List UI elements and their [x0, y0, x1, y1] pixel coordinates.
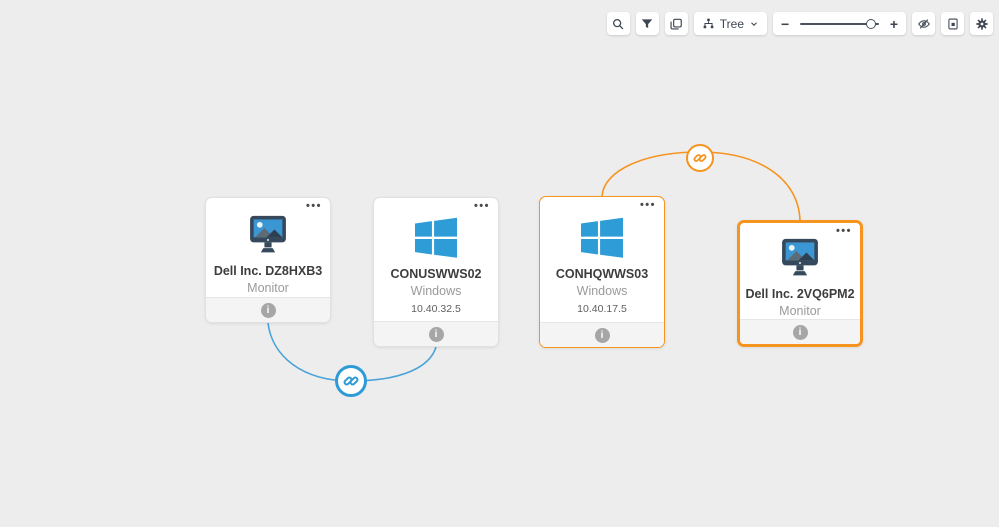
- zoom-slider-knob[interactable]: [865, 18, 876, 29]
- device-type: Windows: [576, 283, 628, 298]
- zoom-out-button[interactable]: −: [781, 15, 790, 32]
- export-image-button[interactable]: [941, 12, 964, 35]
- device-type: Monitor: [779, 304, 821, 318]
- view-mode-dropdown[interactable]: Tree: [693, 12, 767, 35]
- monitor-icon: [777, 236, 823, 279]
- device-ip: 10.40.32.5: [411, 302, 461, 315]
- windows-icon: [415, 217, 457, 259]
- chain-link-icon: [693, 151, 707, 165]
- device-type: Monitor: [247, 280, 289, 295]
- card-footer: i: [740, 319, 860, 344]
- filter-icon: [640, 17, 654, 31]
- card-footer: i: [206, 297, 330, 322]
- card-body: Dell Inc. 2VQ6PM2 Monitor: [740, 223, 860, 319]
- hide-devices-button[interactable]: [912, 12, 935, 35]
- windows-icon: [581, 217, 623, 259]
- chain-link-icon: [343, 373, 359, 389]
- card-menu-button[interactable]: •••: [473, 200, 490, 212]
- document-image-icon: [946, 17, 960, 31]
- copy-layout-button[interactable]: [664, 12, 688, 35]
- info-icon[interactable]: i: [792, 324, 808, 340]
- device-card-conhqwws03[interactable]: ••• CONHQWWS03 Windows 10.40.17.5 i: [539, 196, 665, 348]
- settings-button[interactable]: [970, 12, 993, 35]
- gear-icon: [975, 17, 989, 31]
- copy-icon: [669, 17, 683, 31]
- card-footer: i: [374, 321, 498, 346]
- device-card-2vq6pm2[interactable]: ••• Dell Inc. 2VQ6PM2 Monitor i: [737, 220, 863, 347]
- card-body: CONUSWWS02 Windows 10.40.32.5: [374, 198, 498, 321]
- device-title: CONUSWWS02: [390, 266, 482, 281]
- zoom-slider: − +: [773, 12, 906, 35]
- link-node-orange[interactable]: [686, 144, 714, 172]
- zoom-in-button[interactable]: +: [889, 15, 898, 32]
- view-mode-label: Tree: [719, 16, 744, 31]
- filter-button[interactable]: [635, 12, 659, 35]
- device-title: Dell Inc. 2VQ6PM2: [745, 287, 855, 301]
- search-icon: [611, 17, 625, 31]
- info-icon[interactable]: i: [428, 326, 444, 342]
- device-ip: 10.40.17.5: [577, 302, 627, 315]
- card-body: Dell Inc. DZ8HXB3 Monitor: [206, 198, 330, 297]
- chevron-down-icon: [749, 19, 759, 29]
- card-menu-button[interactable]: •••: [835, 225, 852, 237]
- card-body: CONHQWWS03 Windows 10.40.17.5: [540, 197, 664, 322]
- device-card-conuswws02[interactable]: ••• CONUSWWS02 Windows 10.40.32.5 i: [373, 197, 499, 347]
- card-footer: i: [540, 322, 664, 347]
- info-icon[interactable]: i: [260, 302, 276, 318]
- zoom-slider-track[interactable]: [800, 18, 879, 29]
- tree-hierarchy-icon: [702, 17, 715, 30]
- device-type: Windows: [410, 283, 462, 298]
- device-title: Dell Inc. DZ8HXB3: [213, 263, 323, 278]
- info-icon[interactable]: i: [594, 327, 610, 343]
- canvas-bottom-edge: [0, 527, 999, 532]
- card-menu-button[interactable]: •••: [639, 199, 656, 211]
- search-button[interactable]: [606, 12, 630, 35]
- monitor-icon: [245, 213, 291, 256]
- device-card-dz8hxb3[interactable]: ••• Dell Inc. DZ8HXB3 Monitor i: [205, 197, 331, 323]
- device-title: CONHQWWS03: [555, 266, 649, 281]
- map-toolbar: Tree − +: [606, 12, 993, 35]
- card-menu-button[interactable]: •••: [305, 200, 322, 212]
- eye-off-icon: [917, 17, 931, 31]
- link-node-blue[interactable]: [335, 365, 367, 397]
